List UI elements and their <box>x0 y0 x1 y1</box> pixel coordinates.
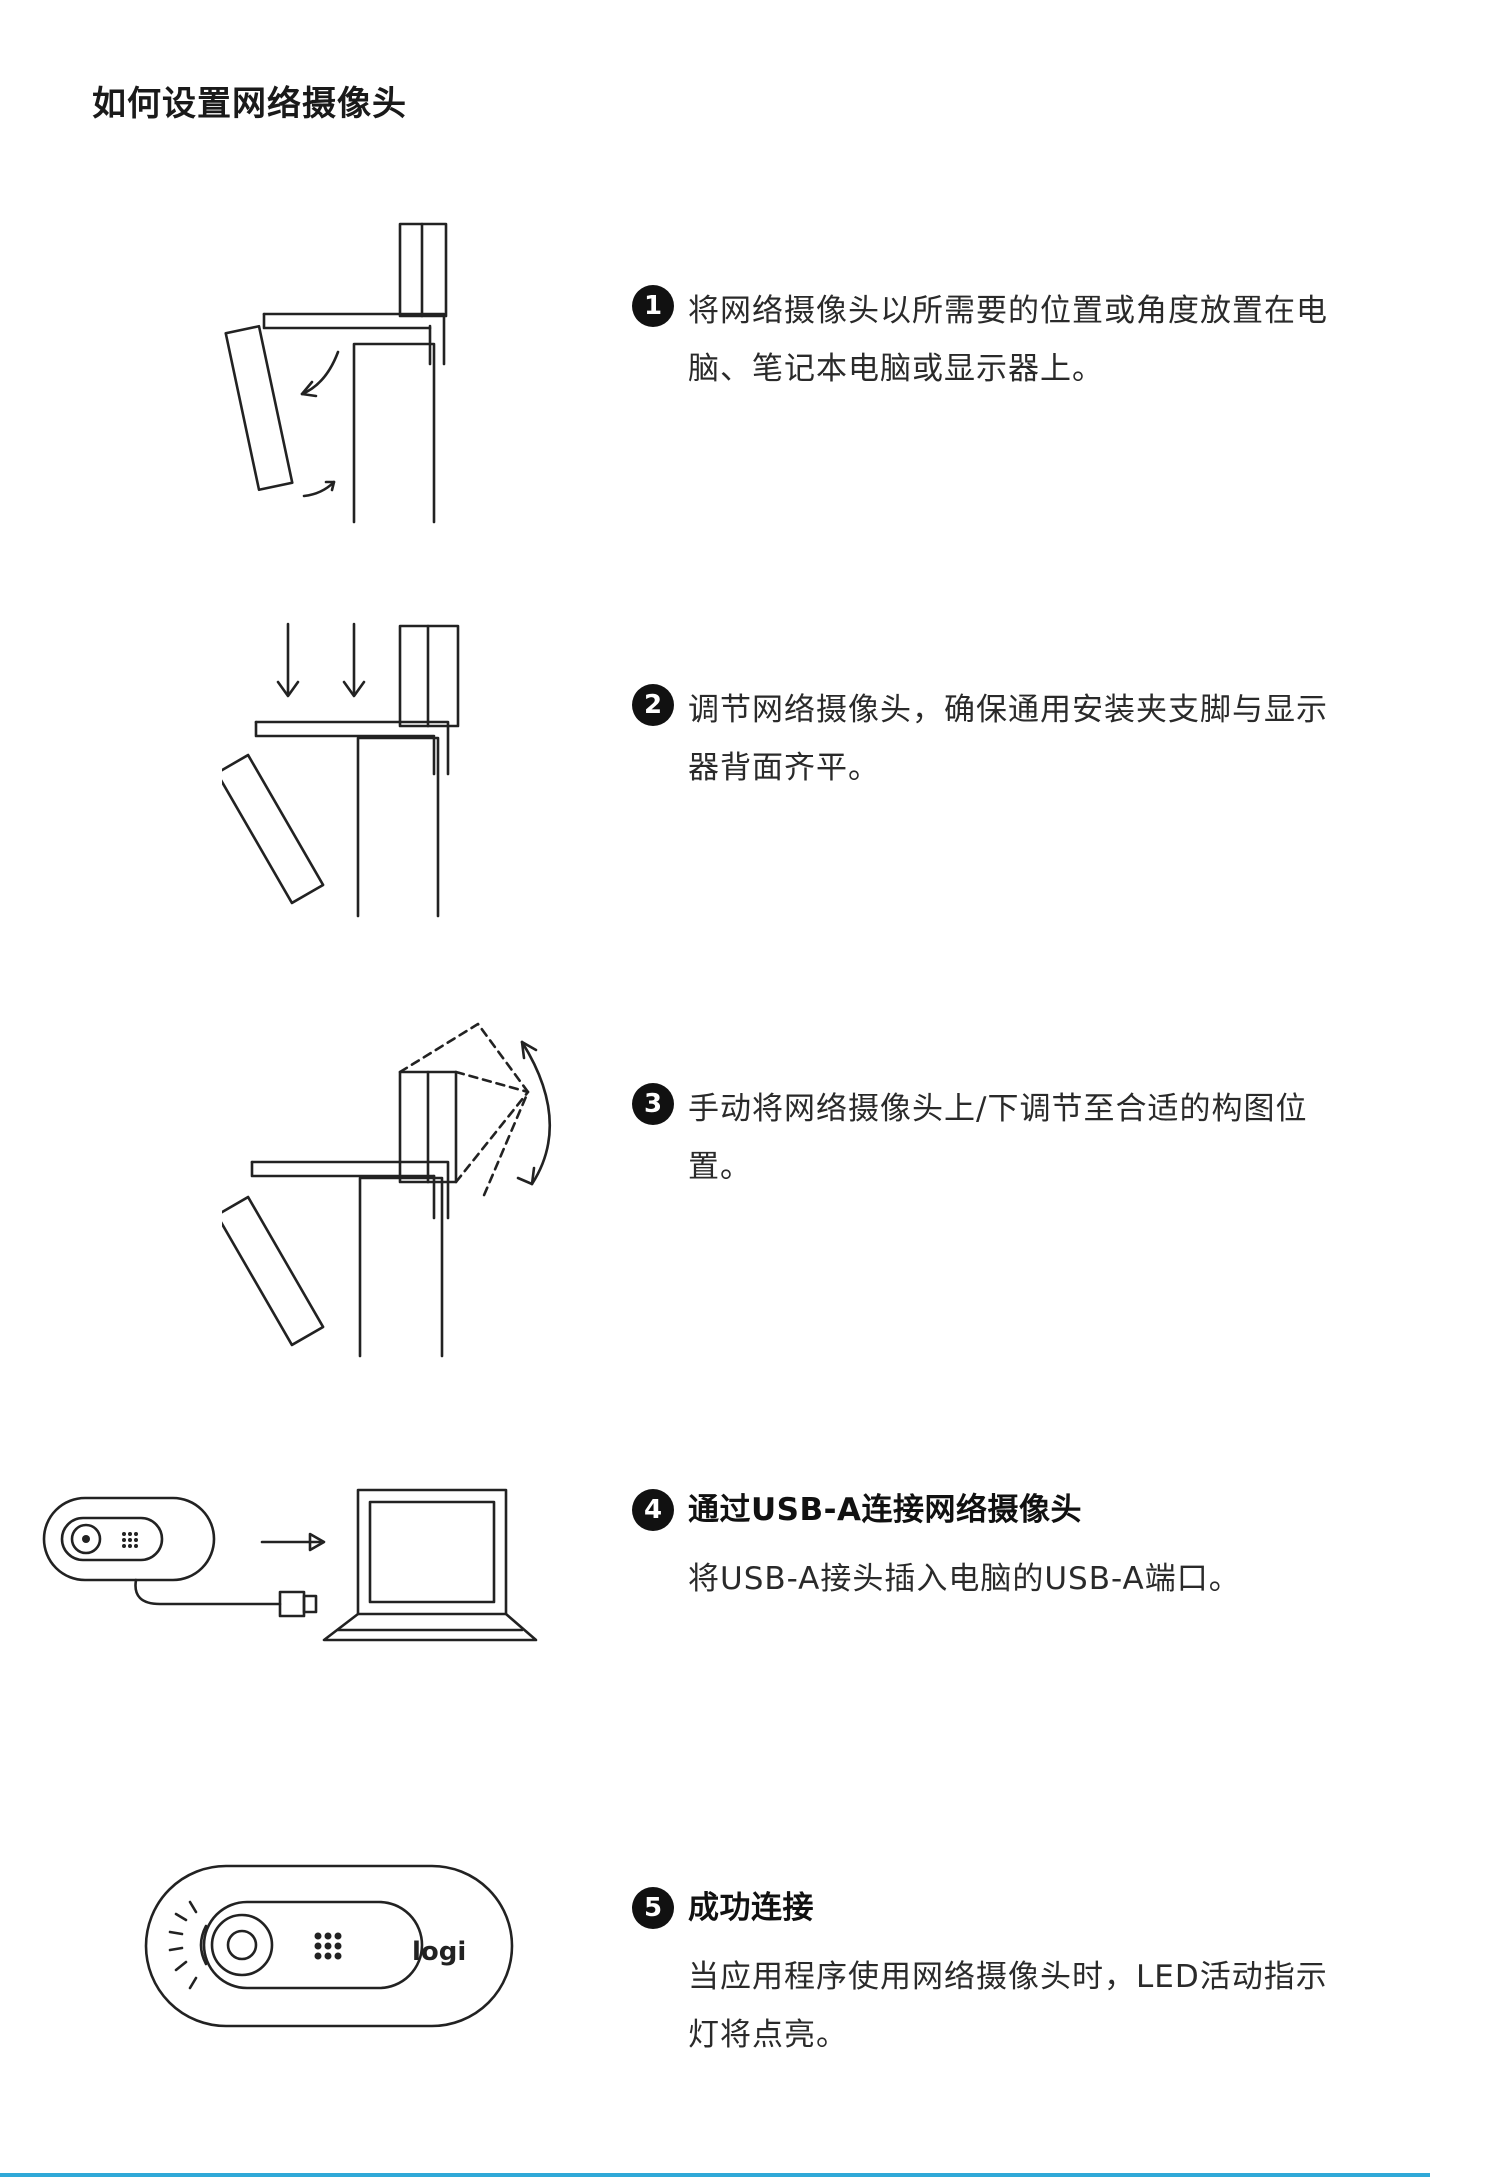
bottom-accent-rule <box>0 2173 1430 2177</box>
page-title: 如何设置网络摄像头 <box>92 84 407 124</box>
step-text: 调节网络摄像头，确保通用安装夹支脚与显示器背面齐平。 <box>688 692 1328 786</box>
mount-webcam-illustration <box>222 216 482 526</box>
webcam-led-illustration: logi <box>140 1860 520 2030</box>
step-text: 将USB-A接头插入电脑的USB-A端口。 <box>688 1561 1241 1597</box>
step-number-badge: 4 <box>632 1489 674 1531</box>
tilt-adjust-illustration <box>222 1012 582 1362</box>
step-number-badge: 3 <box>632 1083 674 1125</box>
logo-text: logi <box>412 1937 466 1967</box>
step-heading: 成功连接 <box>688 1890 814 1926</box>
step-number-badge: 2 <box>632 684 674 726</box>
step-heading: 通过USB-A连接网络摄像头 <box>688 1492 1082 1528</box>
step-text: 手动将网络摄像头上/下调节至合适的构图位置。 <box>688 1091 1308 1185</box>
align-clip-illustration <box>222 614 482 924</box>
step-text: 将网络摄像头以所需要的位置或角度放置在电脑、笔记本电脑或显示器上。 <box>688 293 1328 387</box>
step-number-badge: 5 <box>632 1887 674 1929</box>
usb-connect-illustration <box>40 1474 540 1644</box>
step-text: 当应用程序使用网络摄像头时，LED活动指示灯将点亮。 <box>688 1959 1328 2053</box>
step-number-badge: 1 <box>632 285 674 327</box>
